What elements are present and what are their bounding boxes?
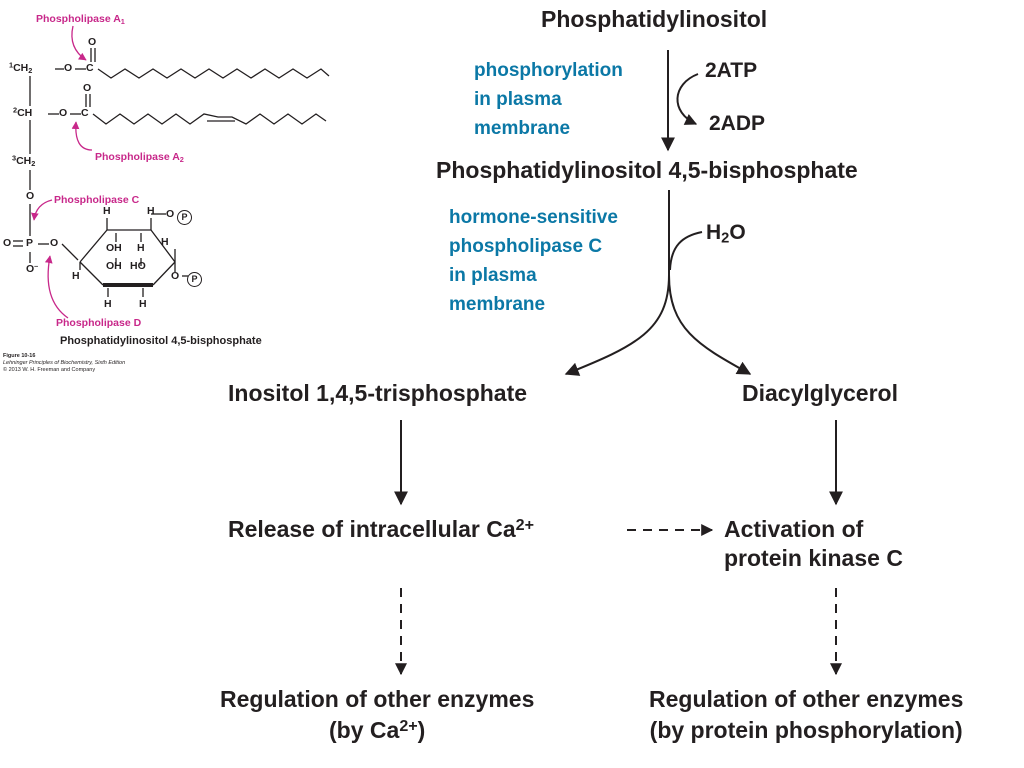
atom-o-glycerol: O (26, 190, 35, 202)
atom-c1: 1CH2 (9, 60, 33, 75)
atom-o-double: O (3, 237, 12, 249)
atp-adp-curve (676, 73, 699, 125)
plc-pointer (31, 199, 53, 221)
reagent-2atp: 2ATP (705, 59, 758, 82)
ring-h-top-right: H (147, 205, 155, 217)
bond-o-ring (61, 243, 79, 261)
reagent-2adp: 2ADP (709, 112, 766, 135)
ring-h-right: H (161, 236, 169, 248)
node-calcium-release: Release of intracellular Ca2+ (228, 515, 534, 542)
label-phospholipase-a2: Phospholipase A2 (95, 151, 184, 164)
pla2-pointer (71, 121, 93, 151)
pld-pointer (44, 255, 69, 319)
fatty-chain-saturated (97, 68, 330, 79)
inositol-ring-back (79, 229, 176, 263)
node-pkc-activation: Activation of protein kinase C (724, 516, 903, 571)
enzyme-phospholipase-c: hormone-sensitive phospholipase C in pla… (449, 207, 618, 315)
enzyme-phosphorylation: phosphorylation in plasma membrane (474, 60, 623, 139)
ring-h-bottom-right: H (139, 298, 147, 310)
label-phospholipase-c: Phospholipase C (54, 194, 140, 206)
ring-h-top-left: H (103, 205, 111, 217)
h2o-curve (669, 231, 703, 271)
figure-note: Figure 10-16 Lehninger Principles of Bio… (3, 353, 126, 373)
ring-h-inner: H (137, 242, 145, 254)
pla1-pointer (71, 25, 87, 61)
atom-o-minus: O– (26, 261, 39, 275)
node-regulation-calcium: Regulation of other enzymes (by Ca2+) (220, 686, 535, 743)
atom-c-ester1: C (86, 62, 94, 74)
ring-h-bottom-left: H (104, 298, 112, 310)
atom-o-ester2: O (59, 107, 68, 119)
label-phospholipase-d: Phospholipase D (56, 317, 142, 329)
atom-o-bridge: O (50, 237, 59, 249)
phosphate-group-4: P (177, 207, 192, 225)
atom-c2: 2CH (13, 105, 33, 119)
label-phospholipase-a1: Phospholipase A1 (36, 13, 125, 26)
ring-h-far-left: H (72, 270, 80, 282)
inositol-ring-front-right (152, 261, 176, 286)
ring-oh-1: OH (106, 242, 122, 254)
node-phosphatidylinositol: Phosphatidylinositol (541, 6, 768, 32)
ring-ho: HO (130, 260, 146, 272)
node-pip2: Phosphatidylinositol 4,5-bisphosphate (436, 157, 858, 183)
atom-o-carbonyl2: O (83, 82, 92, 94)
inositol-ring-front (79, 261, 104, 286)
arrow-split-left (564, 274, 670, 376)
atom-c-ester2: C (81, 107, 89, 119)
node-dag: Diacylglycerol (742, 380, 898, 406)
structure-caption: Phosphatidylinositol 4,5-bisphosphate (60, 335, 262, 347)
ring-o-p5: O (171, 270, 180, 282)
node-ip3: Inositol 1,4,5-trisphosphate (228, 380, 528, 406)
ring-oh-2: OH (106, 260, 122, 272)
reagent-h2o: H2O (706, 221, 746, 247)
node-regulation-phosphorylation: Regulation of other enzymes (by protein … (649, 686, 964, 743)
atom-o-carbonyl1: O (88, 36, 97, 48)
phosphate-group-5: P (187, 269, 202, 287)
atom-p: P (26, 237, 34, 249)
arrow-split-right (668, 274, 752, 375)
fatty-chain-unsaturated (92, 113, 327, 125)
atom-c3: 3CH2 (12, 153, 36, 168)
ring-o-p4: O (166, 208, 175, 220)
atom-o-ester1: O (64, 62, 73, 74)
